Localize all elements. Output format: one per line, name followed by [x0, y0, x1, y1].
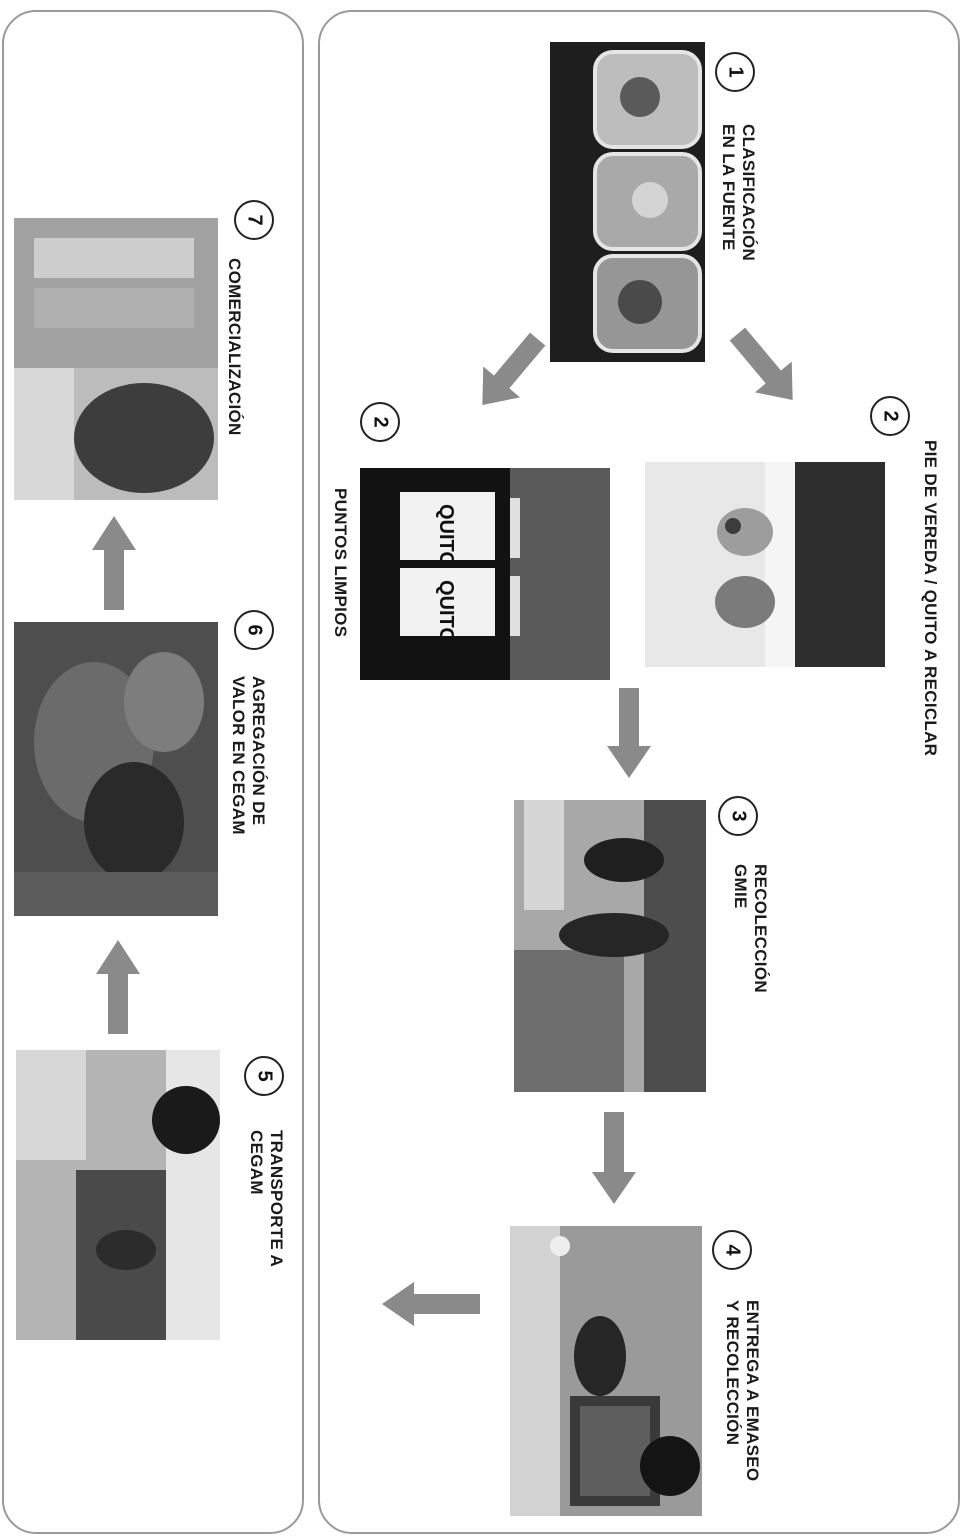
step-2b-badge: 2	[360, 402, 400, 442]
step-4-badge: 4	[712, 1230, 752, 1270]
step-7-number: 7	[243, 214, 266, 226]
step-2b-line-1: PUNTOS LIMPIOS	[331, 488, 350, 638]
step-5-line-1: TRANSPORTE A	[267, 1130, 286, 1268]
step-3-label: RECOLECCIÓN GMIE	[730, 864, 770, 993]
step-3-photo	[514, 800, 706, 1092]
arrow-6-to-7	[92, 516, 136, 610]
step-1-number: 1	[724, 66, 747, 78]
step-7-photo	[14, 218, 218, 500]
step-1-line-1: CLASIFICACIÓN	[739, 124, 758, 262]
step-5-number: 5	[253, 1070, 276, 1082]
step-1-photo	[550, 42, 705, 362]
step-5-label: TRANSPORTE A CEGAM	[246, 1130, 286, 1267]
arrow-1-to-2b	[482, 332, 546, 405]
step-2b-number: 2	[369, 416, 392, 428]
step-5-line-2: CEGAM	[247, 1130, 266, 1195]
step-7-line-1: COMERCIALIZACIÓN	[225, 258, 244, 436]
step-2a-line-1: PIE DE VEREDA / QUITO A RECICLAR	[921, 440, 940, 757]
signage-text-2: QUITO	[435, 580, 457, 643]
step-4-line-1: ENTREGA A EMASEO	[743, 1300, 762, 1482]
step-6-line-2: VALOR EN CEGAM	[229, 676, 248, 835]
signage-text-1: QUITO	[435, 504, 457, 567]
step-3-badge: 3	[718, 796, 758, 836]
step-7-badge: 7	[234, 200, 274, 240]
step-2a-number: 2	[879, 410, 902, 422]
step-1-label: CLASIFICACIÓN EN LA FUENTE	[718, 124, 758, 261]
step-6-badge: 6	[234, 610, 274, 650]
step-4-photo	[510, 1226, 702, 1516]
right-panel	[318, 10, 960, 1534]
step-7-label: COMERCIALIZACIÓN	[224, 258, 244, 436]
step-4-number: 4	[721, 1244, 744, 1256]
left-panel	[2, 10, 304, 1534]
step-3-number: 3	[727, 810, 750, 822]
step-2a-photo	[645, 462, 885, 667]
step-1-badge: 1	[715, 52, 755, 92]
step-6-number: 6	[243, 624, 266, 636]
arrow-5-to-6	[96, 940, 140, 1034]
step-3-line-1: RECOLECCIÓN	[751, 864, 770, 993]
step-5-badge: 5	[244, 1056, 284, 1096]
step-5-photo	[16, 1050, 220, 1340]
step-4-line-2: Y RECOLECCIÓN	[723, 1300, 742, 1446]
step-6-label: AGREGACIÓN DE VALOR EN CEGAM	[228, 676, 268, 835]
arrow-3-to-4	[592, 1112, 636, 1204]
step-2b-label: PUNTOS LIMPIOS	[330, 488, 350, 637]
arrow-1-to-2a	[729, 327, 793, 400]
step-2a-label: PIE DE VEREDA / QUITO A RECICLAR	[920, 440, 940, 756]
arrow-4-to-5	[382, 1282, 480, 1326]
arrow-to-3	[607, 688, 651, 778]
step-2b-photo: QUITO QUITO	[360, 468, 610, 680]
step-6-photo	[14, 622, 218, 916]
step-2a-badge: 2	[870, 396, 910, 436]
step-6-line-1: AGREGACIÓN DE	[249, 676, 268, 826]
step-3-line-2: GMIE	[731, 864, 750, 909]
step-1-line-2: EN LA FUENTE	[719, 124, 738, 251]
step-4-label: ENTREGA A EMASEO Y RECOLECCIÓN	[722, 1300, 762, 1481]
